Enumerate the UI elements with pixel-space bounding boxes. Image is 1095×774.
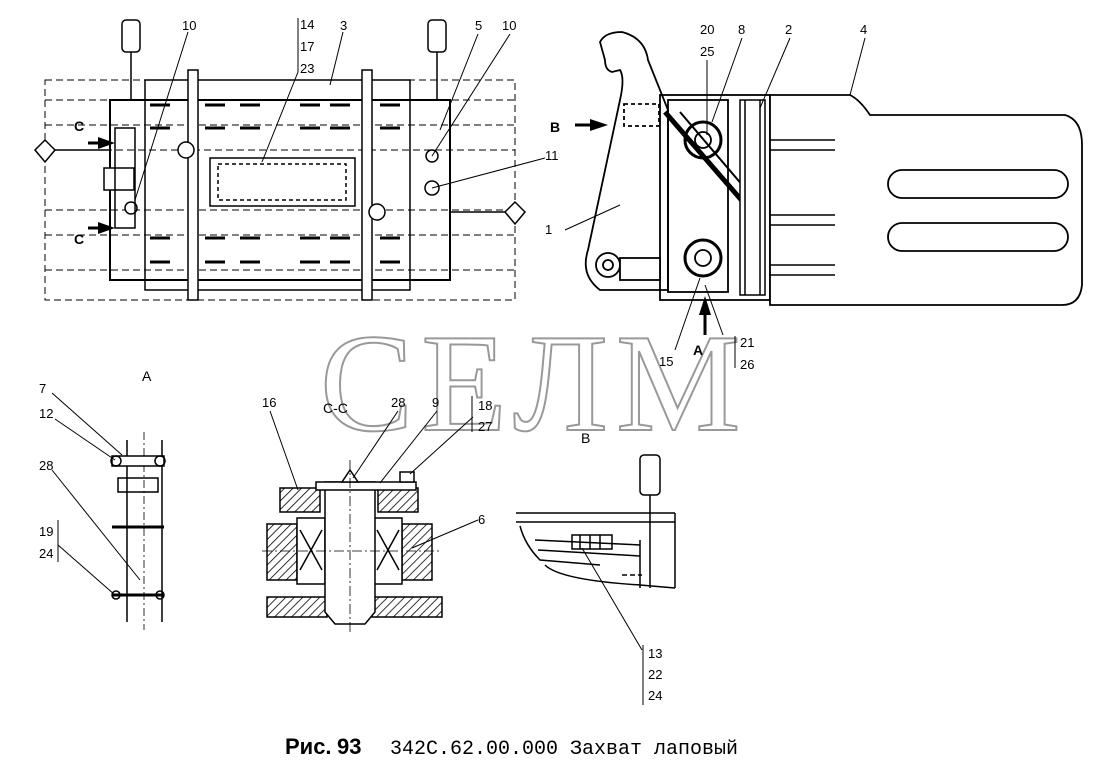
section-mark-c-top: С — [74, 118, 84, 134]
watermark-text: СЕЛМ — [320, 306, 748, 461]
callout-19: 19 — [39, 524, 53, 539]
caption-fig-label: Рис. — [285, 734, 332, 759]
callout-16: 16 — [262, 395, 276, 410]
callout-5: 5 — [475, 18, 482, 33]
callout-24-b: 24 — [648, 688, 662, 703]
callout-28-cc: 28 — [391, 395, 405, 410]
callout-26: 26 — [740, 357, 754, 372]
leaders-a — [51, 392, 141, 596]
callout-27: 27 — [478, 419, 492, 434]
callout-14: 14 — [300, 17, 314, 32]
callout-4: 4 — [860, 22, 867, 37]
plan-view — [33, 19, 527, 301]
leaders-side — [564, 37, 866, 368]
figure-caption: Рис. 93 342С.62.00.000 Захват лаповый — [285, 734, 738, 761]
leaders-b — [581, 547, 644, 705]
callout-25: 25 — [700, 44, 714, 59]
view-title-a: А — [142, 368, 152, 384]
leaders-c-c — [269, 396, 479, 549]
callout-3: 3 — [340, 18, 347, 33]
leaders-plan — [134, 18, 546, 201]
section-mark-c-bottom: С — [74, 231, 84, 247]
callout-8: 8 — [738, 22, 745, 37]
caption-title: 342С.62.00.000 Захват лаповый — [390, 738, 738, 761]
view-mark-b: В — [550, 119, 560, 135]
detail-view-a — [110, 432, 166, 630]
caption-fig-number: 93 — [337, 734, 361, 759]
callout-15: 15 — [659, 354, 673, 369]
callout-20: 20 — [700, 22, 714, 37]
callout-13: 13 — [648, 646, 662, 661]
callout-17: 17 — [300, 39, 314, 54]
section-c-c — [262, 460, 443, 632]
callout-10-right: 10 — [502, 18, 516, 33]
section-arrows-c — [88, 137, 115, 234]
callout-23: 23 — [300, 61, 314, 76]
view-arrows — [575, 119, 711, 335]
view-title-b: В — [581, 430, 590, 446]
callout-11: 11 — [545, 148, 559, 163]
callout-1: 1 — [545, 222, 552, 237]
callout-18: 18 — [478, 398, 492, 413]
callout-labels: 10 14 17 23 3 5 10 11 1 20 25 8 2 4 15 2… — [39, 17, 867, 703]
callout-21: 21 — [740, 335, 754, 350]
callout-2: 2 — [785, 22, 792, 37]
callout-12: 12 — [39, 406, 53, 421]
callout-9: 9 — [432, 395, 439, 410]
callout-7: 7 — [39, 381, 46, 396]
callout-22: 22 — [648, 667, 662, 682]
view-mark-a: А — [693, 342, 703, 358]
callout-24-a: 24 — [39, 546, 53, 561]
callout-10-left: 10 — [182, 18, 196, 33]
detail-view-b — [516, 454, 676, 589]
side-view — [584, 31, 1083, 306]
callout-6: 6 — [478, 512, 485, 527]
callout-28-a: 28 — [39, 458, 53, 473]
view-title-c-c: С-С — [323, 400, 348, 416]
